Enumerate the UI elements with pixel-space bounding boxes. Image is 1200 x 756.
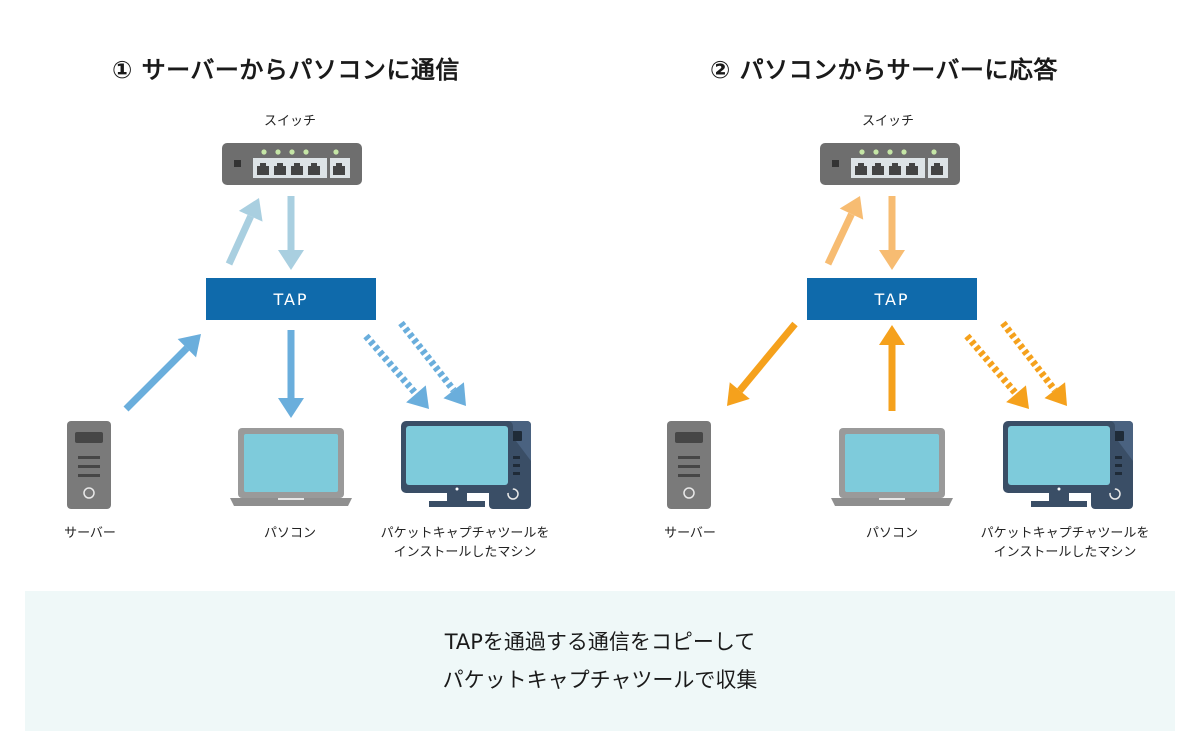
panel-2-laptop-icon (831, 428, 953, 506)
panel-1-switch-icon (222, 143, 362, 185)
panel-1-switch-label: スイッチ (263, 114, 316, 129)
panel-1-capture-machine-icon (401, 421, 531, 509)
panel-2-title: ② パソコンからサーバーに応答 (710, 56, 1058, 84)
panel-1-server-icon (67, 421, 111, 509)
panel-2-server-icon (667, 421, 711, 509)
panel-2-server-label: サーバー (664, 526, 716, 541)
panel-2-tap-box: TAP (807, 278, 977, 320)
panel-1-arrow-switch-to-tap (278, 196, 304, 270)
panel-1-arrow-tap-to-switch (225, 198, 263, 266)
panel-1-arrow-copy-2 (398, 320, 466, 406)
panel-2-switch-label: スイッチ (861, 114, 914, 129)
caption-line-2: パケットキャプチャツールで収集 (442, 668, 758, 692)
caption-line-1: TAPを通過する通信をコピーして (444, 630, 756, 654)
panel-2-capture-machine-label: パケットキャプチャツールを インストールしたマシン (960, 524, 1170, 562)
panel-2-capture-label-line2: インストールしたマシン (993, 545, 1137, 560)
panel-2-switch-icon (820, 143, 960, 185)
panel-1-laptop-icon (230, 428, 352, 506)
panel-2-arrow-copy-1 (964, 333, 1029, 409)
panel-1-capture-machine-label: パケットキャプチャツールを インストールしたマシン (360, 524, 570, 562)
panel-2-capture-machine-icon (1003, 421, 1133, 509)
panel-2-arrow-switch-to-tap (879, 196, 905, 270)
panel-2-arrow-pc-to-tap (879, 325, 905, 411)
panel-1-capture-label-line1: パケットキャプチャツールを (380, 526, 550, 541)
caption-box: TAPを通過する通信をコピーして パケットキャプチャツールで収集 (25, 591, 1175, 731)
panel-1-pc-label: パソコン (263, 526, 316, 541)
panel-1-capture-label-line2: インストールしたマシン (393, 545, 537, 560)
panel-2-arrow-copy-2 (1000, 320, 1067, 406)
panel-2-capture-label-line1: パケットキャプチャツールを (980, 526, 1150, 541)
panel-1-title: ① サーバーからパソコンに通信 (112, 56, 460, 84)
panel-1-server-label: サーバー (64, 526, 116, 541)
panel-2-arrow-tap-to-switch (824, 196, 864, 266)
panel-1-arrow-copy-1 (363, 333, 429, 409)
panel-2-arrow-tap-to-server (727, 321, 798, 406)
panel-2-pc-label: パソコン (865, 526, 918, 541)
panel-1-arrow-tap-to-pc (278, 330, 304, 418)
panel-1-arrow-server-to-tap (123, 334, 201, 412)
panel-1-tap-box: TAP (206, 278, 376, 320)
